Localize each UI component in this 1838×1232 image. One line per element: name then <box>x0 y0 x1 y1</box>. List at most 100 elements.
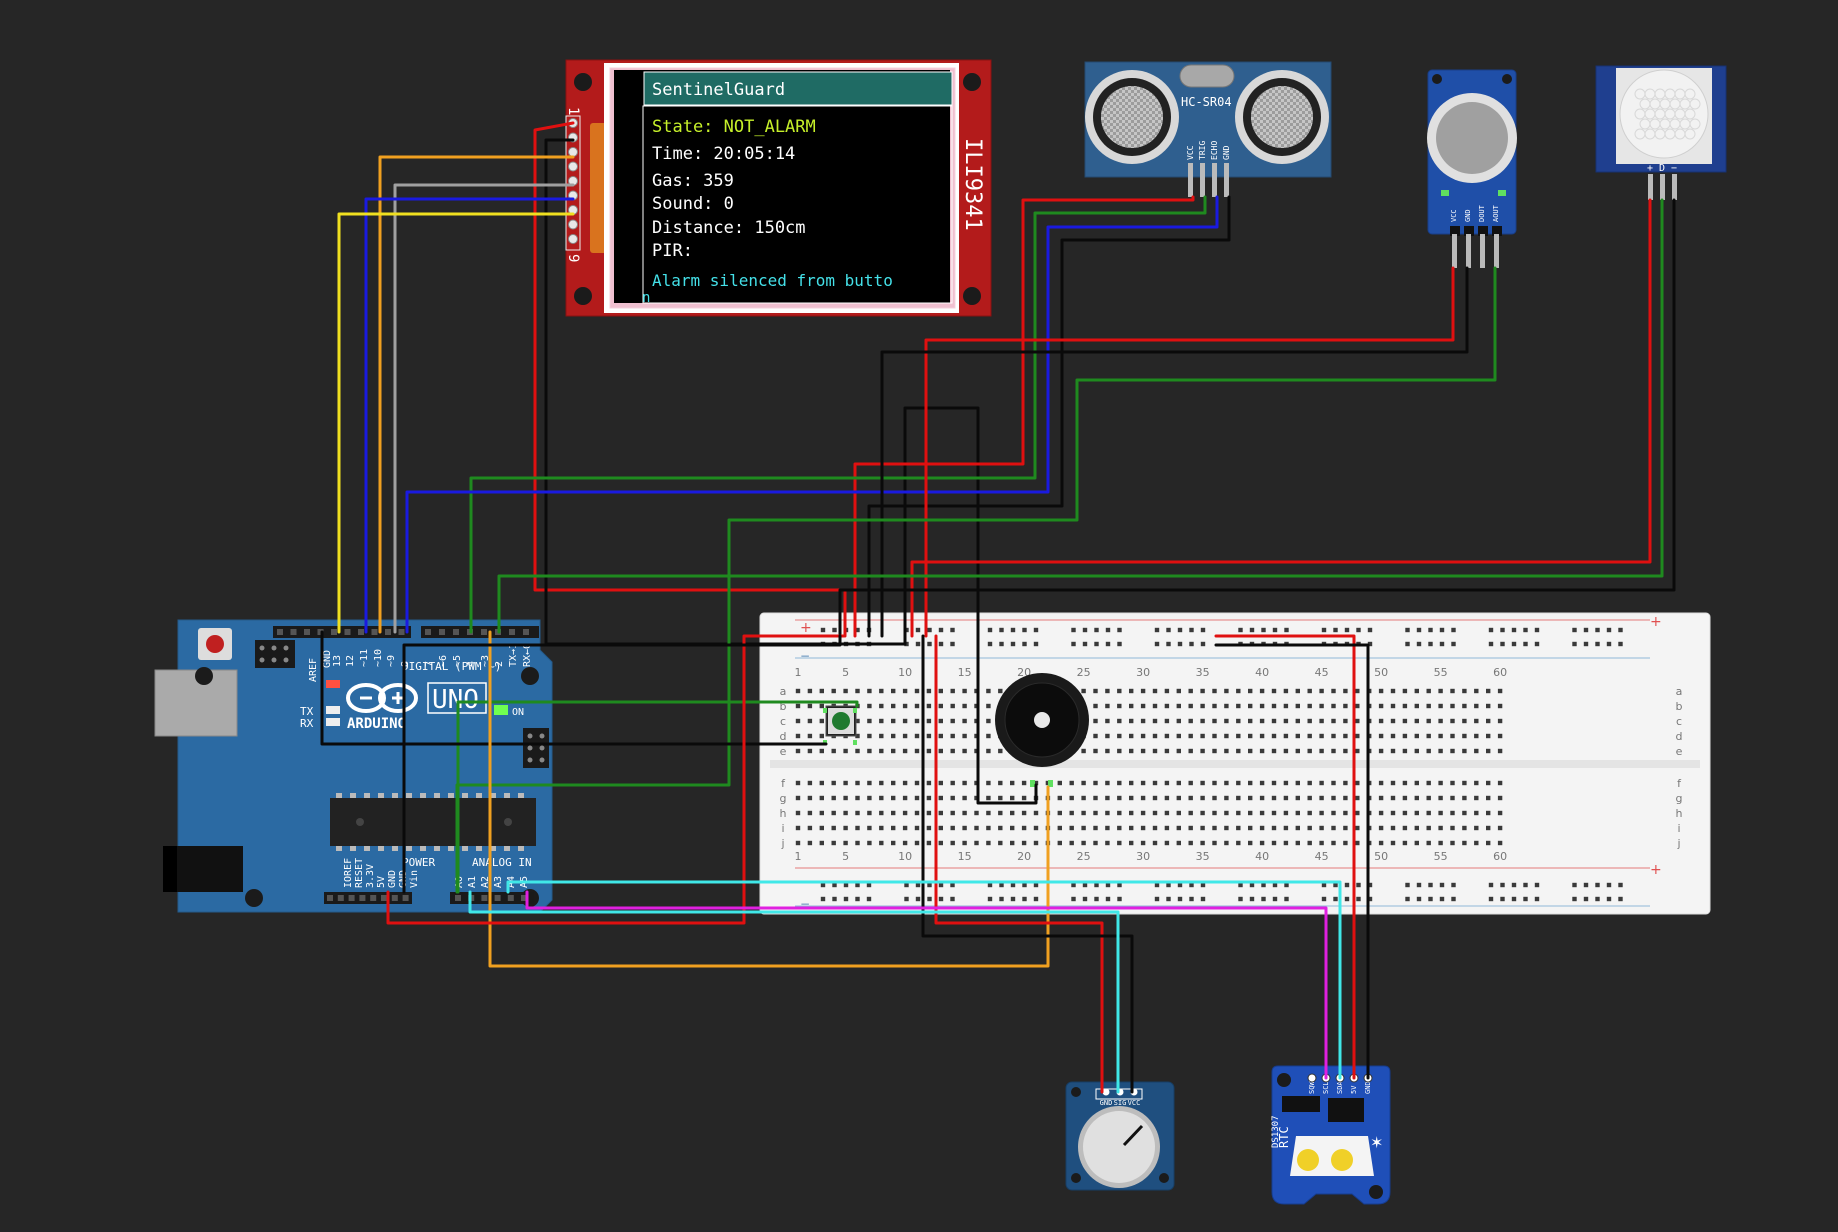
header-pin[interactable] <box>521 895 527 901</box>
bb-hole-bottom <box>879 840 884 846</box>
header-pin[interactable] <box>385 629 391 635</box>
wire-blue[interactable] <box>405 195 1219 634</box>
header-pin[interactable] <box>344 629 351 635</box>
bb-rail-hole <box>1606 882 1612 888</box>
wire-green[interactable] <box>456 700 859 894</box>
wire-red[interactable] <box>386 634 846 925</box>
header-pin[interactable] <box>453 629 459 635</box>
ultrasonic-pin[interactable] <box>1200 163 1205 197</box>
pir-sensor[interactable]: +D− <box>1595 65 1727 200</box>
wire-black[interactable] <box>320 630 828 746</box>
header-pin[interactable] <box>398 629 405 635</box>
header-pin[interactable] <box>370 895 377 901</box>
tft-pin[interactable] <box>568 219 578 230</box>
pir-pin[interactable] <box>1672 174 1677 200</box>
wire-cyan[interactable] <box>506 880 1342 1080</box>
bb-hole-bottom <box>891 795 896 801</box>
tft-pin[interactable] <box>568 234 578 244</box>
push-button[interactable] <box>823 705 857 745</box>
rtc-pin[interactable] <box>1307 1073 1317 1083</box>
wire-red[interactable] <box>934 634 1104 1094</box>
bb-hole-bottom <box>1152 840 1158 846</box>
wire-red[interactable] <box>533 121 847 638</box>
gas-pin[interactable] <box>1452 234 1457 268</box>
pir-pin[interactable] <box>1660 174 1665 200</box>
gas-pin[interactable] <box>1480 234 1485 268</box>
bb-hole-bottom <box>807 795 813 801</box>
header-pin[interactable] <box>425 629 431 635</box>
bb-hole-top <box>1140 748 1146 754</box>
header-pin[interactable] <box>481 629 487 635</box>
wire-gray[interactable] <box>393 183 575 634</box>
bb-hole-top <box>1271 733 1277 739</box>
header-pin[interactable] <box>371 629 378 635</box>
arduino-uno[interactable]: ARDUINO UNO TX RX ON DIGITAL (PWM ~) POW… <box>154 619 553 913</box>
tft-pin[interactable] <box>568 161 578 172</box>
wire-green[interactable] <box>455 266 1497 894</box>
wire-black[interactable] <box>921 634 1134 1094</box>
header-pin[interactable] <box>381 895 387 901</box>
bb-hole-top <box>1462 748 1467 754</box>
wire-yellow[interactable] <box>337 212 575 634</box>
bb-rail-hole <box>1082 882 1088 888</box>
wire-black[interactable] <box>544 138 1038 805</box>
header-pin[interactable] <box>455 895 461 901</box>
bb-rail-hole <box>1606 641 1612 647</box>
wire-cyan[interactable] <box>468 890 1120 1094</box>
bb-hole-bottom <box>1152 825 1158 831</box>
header-pin[interactable] <box>337 895 344 901</box>
wire-black[interactable] <box>867 195 1231 638</box>
wire-red[interactable] <box>924 266 1455 638</box>
chip-leg <box>392 846 398 851</box>
buzzer[interactable] <box>995 673 1089 787</box>
header-pin[interactable] <box>290 629 297 635</box>
header-pin[interactable] <box>277 629 283 635</box>
wire-red[interactable] <box>1214 634 1356 1080</box>
bb-rail-hole <box>1606 627 1612 633</box>
header-pin[interactable] <box>523 629 529 635</box>
wire-black[interactable] <box>402 634 842 894</box>
header-pin[interactable] <box>509 629 515 635</box>
pot-pin[interactable] <box>1102 1088 1110 1096</box>
ultrasonic-pin[interactable] <box>1212 163 1217 197</box>
ultrasonic-pin[interactable] <box>1188 163 1193 197</box>
header-pin[interactable] <box>358 629 364 635</box>
gas-pin[interactable] <box>1494 234 1499 268</box>
pir-pin[interactable] <box>1648 174 1653 200</box>
wire-orange[interactable] <box>488 630 1050 968</box>
bb-hole-bottom <box>1486 780 1491 786</box>
wire-green[interactable] <box>469 195 1207 634</box>
ultrasonic-pin[interactable] <box>1224 163 1229 197</box>
header-pin[interactable] <box>481 895 488 901</box>
breadboard[interactable]: 1155101015152020252530303535404045455050… <box>759 612 1711 915</box>
wire-orange[interactable] <box>378 155 575 634</box>
gas-pin[interactable] <box>1466 234 1471 268</box>
header-pin[interactable] <box>507 895 514 901</box>
wire-black[interactable] <box>838 198 1676 638</box>
header-pin[interactable] <box>331 629 337 635</box>
wire-black[interactable] <box>1214 643 1370 1080</box>
wire-magenta[interactable] <box>525 890 1328 1080</box>
wire-red[interactable] <box>910 198 1652 638</box>
tft-pin[interactable] <box>568 147 578 157</box>
header-pin[interactable] <box>391 895 398 901</box>
bb-rail-hole <box>1416 627 1422 633</box>
header-pin[interactable] <box>327 895 333 901</box>
bb-rail-hole <box>1189 641 1194 647</box>
header-pin[interactable] <box>402 895 409 901</box>
bb-hole-top <box>950 748 955 754</box>
header-pin[interactable] <box>439 629 445 635</box>
wire-green[interactable] <box>497 198 1664 634</box>
bb-hole-bottom <box>1450 810 1455 816</box>
tft-display[interactable]: 1 9 ILI9341 SentinelGuard State: NOT_ALA… <box>565 59 992 317</box>
header-pin[interactable] <box>348 895 355 901</box>
wire-blue[interactable] <box>364 197 575 634</box>
header-pin[interactable] <box>494 895 501 901</box>
wire-black[interactable] <box>880 266 1469 638</box>
header-pin[interactable] <box>359 895 366 901</box>
header-pin[interactable] <box>304 629 310 635</box>
